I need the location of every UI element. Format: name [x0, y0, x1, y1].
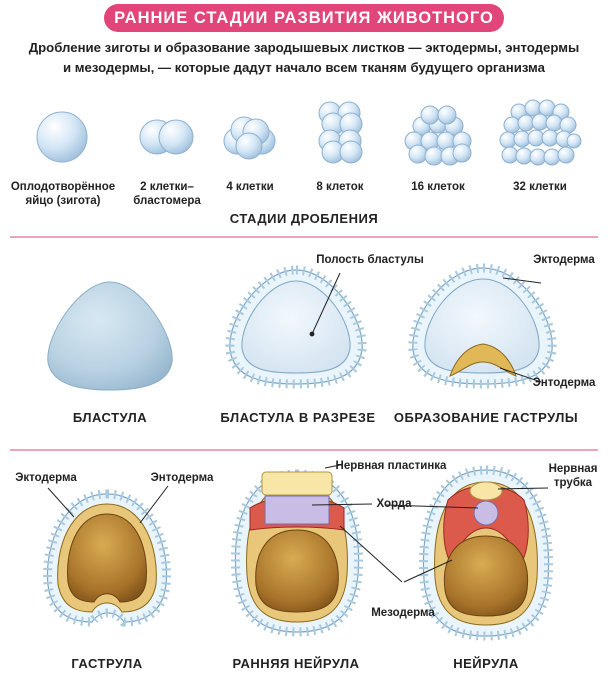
blastula-illustration — [47, 281, 173, 391]
blastula-section-illustration — [225, 265, 367, 389]
thirty-two-cell-illustration — [499, 99, 582, 166]
eight-cell-illustration — [318, 101, 363, 164]
label-mesoderm: Мезодерма — [371, 607, 435, 619]
label-blastula-cavity: Полость бластулы — [316, 254, 424, 266]
zygote-illustration — [36, 111, 88, 163]
caption-early-neurula: РАННЯЯ НЕЙРУЛА — [232, 656, 360, 671]
label-chorda: Хорда — [376, 498, 412, 510]
caption-blastula: БЛАСТУЛА — [72, 410, 148, 425]
two-cell-illustration — [139, 119, 194, 155]
label-two-cells-line-2: бластомера — [133, 195, 201, 207]
page-subtitle: Дробление зиготы и образование зародышев… — [10, 38, 598, 78]
label-four-cells: 4 клетки — [226, 181, 274, 193]
caption-cleavage-stages: СТАДИИ ДРОБЛЕНИЯ — [229, 211, 379, 226]
gastrula-formation-illustration — [408, 263, 557, 389]
caption-gastrula-formation: ОБРАЗОВАНИЕ ГАСТРУЛЫ — [393, 410, 579, 425]
label-thirty-two-cells: 32 клетки — [513, 181, 567, 193]
label-two-cells: 2 клетки– бластомера — [124, 180, 210, 208]
label-sixteen-cells: 16 клеток — [411, 181, 465, 193]
label-zygote: Оплодотворённое яйцо (зигота) — [4, 180, 122, 208]
label-endoderm-gastrulation: Энтодерма — [532, 377, 596, 389]
page-title: РАННИЕ СТАДИИ РАЗВИТИЯ ЖИВОТНОГО — [104, 4, 504, 32]
gastrula-illustration — [43, 485, 171, 627]
label-neural-tube: Нервная трубка — [538, 462, 608, 490]
four-cell-illustration — [223, 116, 276, 160]
divider-1 — [10, 236, 598, 238]
early-neurula-illustration — [230, 464, 403, 637]
subtitle-line-1: Дробление зиготы и образование зародышев… — [28, 40, 580, 55]
label-neural-plate: Нервная пластинка — [335, 460, 447, 472]
label-ectoderm-gastrula: Эктодерма — [15, 472, 77, 484]
label-eight-cells: 8 клеток — [316, 181, 364, 193]
label-ectoderm-gastrulation: Эктодерма — [533, 254, 595, 266]
subtitle-line-2: и мезодермы, — которые дадут начало всем… — [63, 60, 545, 75]
label-two-cells-line-1: 2 клетки– — [140, 181, 194, 193]
caption-gastrula: ГАСТРУЛА — [71, 656, 143, 671]
label-neural-tube-line-2: трубка — [553, 477, 593, 489]
label-zygote-line-1: Оплодотворённое — [10, 181, 116, 193]
sixteen-cell-illustration — [404, 105, 472, 166]
caption-neurula: НЕЙРУЛА — [453, 656, 519, 671]
label-zygote-line-2: яйцо (зигота) — [25, 195, 101, 207]
label-endoderm-gastrula: Энтодерма — [150, 472, 214, 484]
label-neural-tube-line-1: Нервная — [548, 463, 598, 475]
neurula-illustration — [385, 465, 554, 641]
caption-blastula-section: БЛАСТУЛА В РАЗРЕЗЕ — [220, 410, 376, 425]
divider-2 — [10, 449, 598, 451]
